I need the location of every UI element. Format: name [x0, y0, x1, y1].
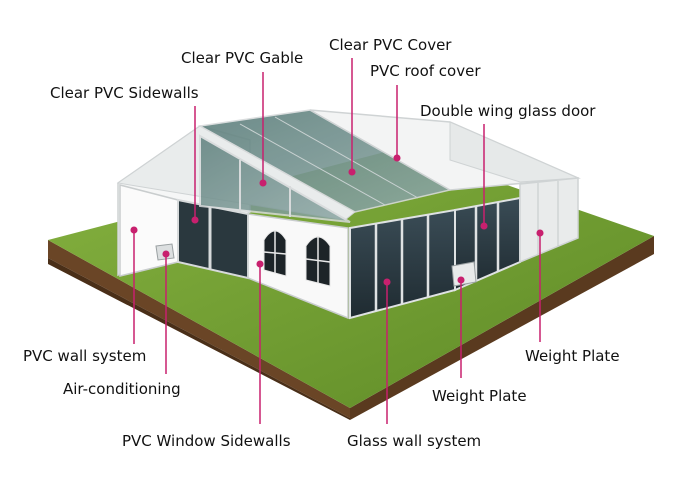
roof-rafter-1 [239, 123, 386, 206]
clear-pvc-gable-triangle [199, 134, 351, 223]
label-air-conditioning: Air-conditioning [63, 380, 181, 398]
leader-dot-clear-pvc-sidewalls [191, 216, 199, 224]
window-2-bar-h [305, 258, 331, 263]
leader-dot-weight-plate-center [457, 276, 465, 284]
label-clear-pvc-sidewalls: Clear PVC Sidewalls [50, 84, 199, 102]
label-weight-plate-center: Weight Plate [432, 387, 527, 405]
leader-dot-clear-pvc-cover [348, 168, 356, 176]
leader-dot-air-conditioning [162, 250, 170, 258]
label-pvc-wall-system: PVC wall system [23, 347, 147, 365]
leader-dot-glass-wall-system [383, 278, 391, 286]
leader-dot-pvc-wall-system [130, 226, 138, 234]
soil-right-face [350, 236, 654, 420]
soil-left-face [48, 240, 350, 418]
label-clear-pvc-gable: Clear PVC Gable [181, 49, 304, 67]
roof-end-panel [449, 121, 579, 183]
leader-dot-double-wing-glass-door [480, 222, 488, 230]
label-pvc-roof-cover: PVC roof cover [370, 62, 481, 80]
label-double-wing-glass-door: Double wing glass door [420, 102, 596, 120]
window-1-bar-h [263, 251, 287, 255]
tent-left-wing [116, 125, 356, 320]
label-weight-plate-right: Weight Plate [525, 347, 620, 365]
left-wall-panel [119, 184, 179, 277]
soil-left-face-dark [48, 258, 350, 420]
label-clear-pvc-cover: Clear PVC Cover [329, 36, 452, 54]
pvc-roof-section [309, 109, 581, 191]
leader-dot-weight-plate-right [536, 229, 544, 237]
label-glass-wall-system: Glass wall system [347, 432, 482, 450]
ac-unit-right [451, 261, 477, 287]
leader-dot-clear-pvc-gable [259, 179, 267, 187]
label-pvc-window-sidewalls: PVC Window Sidewalls [122, 432, 291, 450]
leader-dot-pvc-window-sidewalls [256, 260, 264, 268]
end-wall-panel [519, 177, 579, 264]
roof-rafter-2 [274, 116, 419, 199]
leader-lines [130, 58, 544, 424]
leader-dot-pvc-roof-cover [393, 154, 401, 162]
